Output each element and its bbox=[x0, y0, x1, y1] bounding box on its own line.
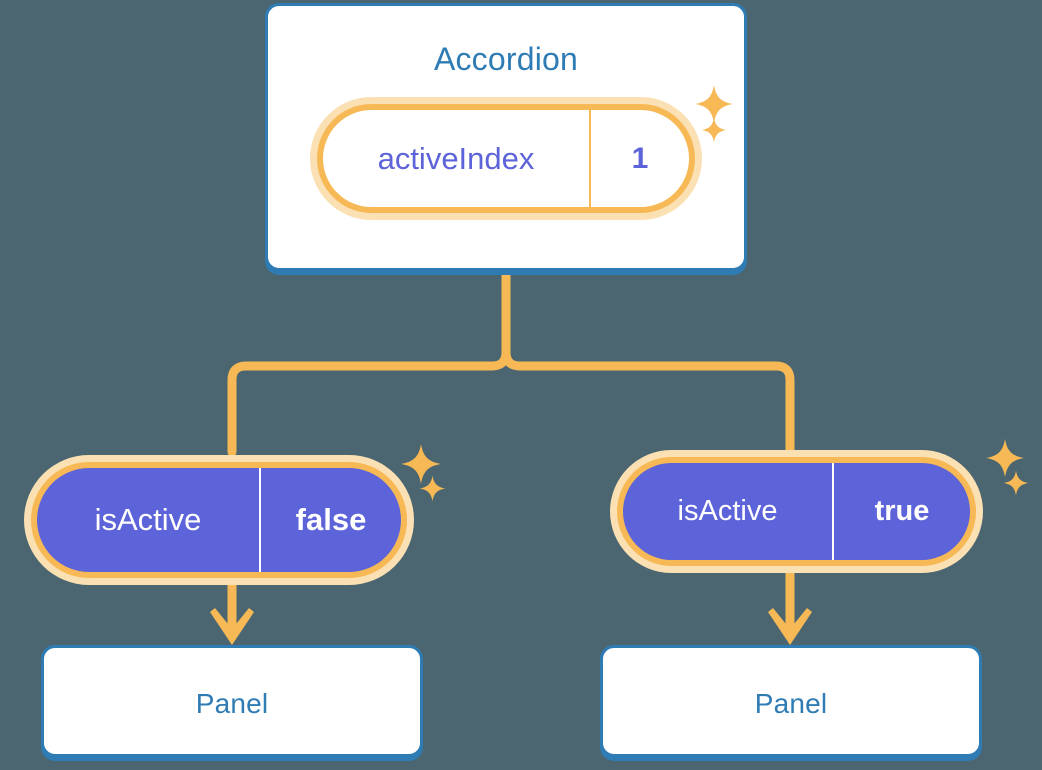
sparkle-icon bbox=[400, 443, 442, 485]
state-pill-isactive-right[interactable]: isActive true bbox=[610, 450, 983, 573]
arrowhead-right-panel bbox=[768, 608, 812, 645]
state-value: 1 bbox=[631, 141, 649, 175]
component-title: Panel bbox=[754, 688, 828, 719]
state-pill-ring: isActive false bbox=[31, 462, 407, 578]
component-card-panel-left[interactable]: Panel bbox=[41, 645, 423, 757]
sparkle-icon bbox=[1003, 470, 1029, 496]
sparkle-icon bbox=[701, 117, 727, 143]
component-title: Panel bbox=[195, 688, 269, 719]
state-pill-body: isActive true bbox=[623, 463, 970, 560]
state-value: true bbox=[874, 495, 930, 527]
state-pill-body: activeIndex 1 bbox=[323, 110, 689, 207]
sparkle-icon bbox=[694, 84, 734, 124]
wire-root-split bbox=[227, 270, 511, 457]
wire-root-split-right bbox=[501, 270, 795, 455]
state-key: activeIndex bbox=[323, 110, 591, 207]
component-card-panel-right[interactable]: Panel bbox=[600, 645, 982, 757]
state-pill-isactive-left[interactable]: isActive false bbox=[24, 455, 414, 585]
sparkle-icon bbox=[419, 475, 446, 502]
state-key: isActive bbox=[37, 468, 261, 572]
state-pill-ring: activeIndex 1 bbox=[317, 104, 695, 213]
state-pill-body: isActive false bbox=[37, 468, 401, 572]
sparkle-icon bbox=[985, 438, 1025, 478]
state-pill-ring: isActive true bbox=[617, 457, 976, 566]
state-pill-activeindex[interactable]: activeIndex 1 bbox=[310, 97, 702, 220]
state-key: isActive bbox=[623, 463, 834, 560]
component-title: Accordion bbox=[433, 41, 579, 77]
arrowhead-left-panel bbox=[210, 608, 254, 645]
state-value: false bbox=[295, 502, 367, 537]
